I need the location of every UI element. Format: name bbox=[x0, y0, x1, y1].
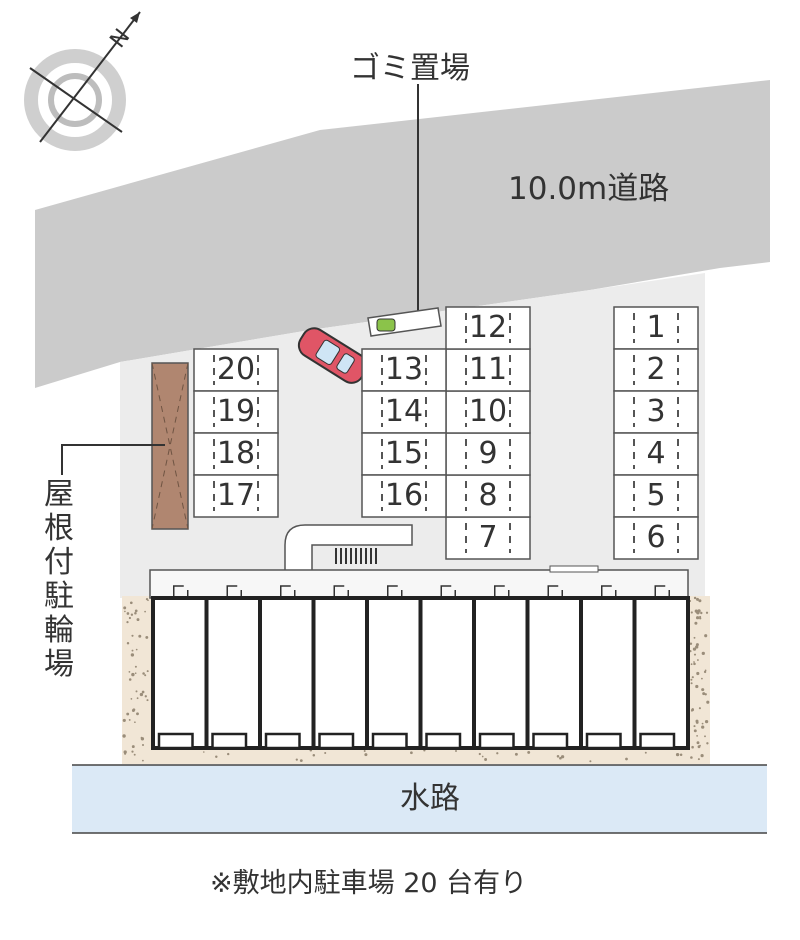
bicycle-label: 屋根付駐輪場 bbox=[44, 477, 74, 682]
building-dots bbox=[122, 596, 710, 763]
parking-slot bbox=[193, 474, 279, 518]
parking-slots bbox=[193, 306, 699, 560]
footer-note: ※敷地内駐車場 20 台有り bbox=[210, 868, 528, 899]
road-label: 10.0m道路 bbox=[508, 171, 670, 207]
parking-slot-number: 10 bbox=[468, 394, 508, 429]
parking-slot bbox=[361, 432, 447, 476]
parking-slot-number: 13 bbox=[384, 352, 424, 387]
parking-slot-number: 6 bbox=[646, 520, 666, 555]
car-icon bbox=[297, 327, 368, 384]
parking-slot bbox=[445, 348, 531, 392]
parking-slot-number: 16 bbox=[384, 478, 424, 513]
parking-slot-number: 20 bbox=[216, 352, 256, 387]
water-label: 水路 bbox=[400, 781, 460, 816]
parking-slot bbox=[193, 390, 279, 434]
parking-slot-number: 2 bbox=[646, 352, 666, 387]
compass: N bbox=[24, 11, 141, 151]
parking-slot bbox=[361, 390, 447, 434]
apartment-unit bbox=[365, 596, 423, 750]
corridor bbox=[149, 569, 689, 599]
apartment-unit bbox=[472, 596, 530, 750]
apartment-unit bbox=[632, 596, 690, 750]
parking-slot-number: 19 bbox=[216, 394, 256, 429]
apartment-units bbox=[151, 596, 690, 750]
parking-slot-number: 5 bbox=[646, 478, 666, 513]
apartment-unit bbox=[525, 596, 583, 750]
parking-slot bbox=[445, 516, 531, 560]
parking-slot bbox=[613, 516, 699, 560]
parking-slot-number: 7 bbox=[478, 520, 498, 555]
parking-slot-number: 18 bbox=[216, 436, 256, 471]
parking-slot-number: 15 bbox=[384, 436, 424, 471]
parking-slot-number: 17 bbox=[216, 478, 256, 513]
road bbox=[35, 80, 770, 388]
parking-slot-number: 8 bbox=[478, 478, 498, 513]
parking-slot bbox=[193, 432, 279, 476]
unit-doors bbox=[173, 585, 670, 596]
waterway bbox=[72, 765, 767, 833]
apartment-unit bbox=[579, 596, 637, 750]
parking-slot-number: 3 bbox=[646, 394, 666, 429]
parking-slot bbox=[613, 306, 699, 350]
north-label: N bbox=[106, 25, 136, 53]
parking-slot-number: 9 bbox=[478, 436, 498, 471]
apartment-unit bbox=[151, 596, 209, 750]
parking-slot bbox=[445, 306, 531, 350]
apartment-unit bbox=[418, 596, 476, 750]
stairs bbox=[335, 548, 377, 564]
garbage-label: ゴミ置場 bbox=[350, 51, 470, 86]
garbage-bin-icon bbox=[376, 318, 396, 332]
parking-slot bbox=[193, 348, 279, 392]
parking-slot-number: 1 bbox=[646, 310, 666, 345]
parking-slot bbox=[361, 348, 447, 392]
parking-slot-number: 14 bbox=[384, 394, 424, 429]
parking-slot-number: 11 bbox=[468, 352, 508, 387]
parking-slot bbox=[613, 390, 699, 434]
apartment-unit bbox=[311, 596, 369, 750]
parking-slot bbox=[361, 474, 447, 518]
apartment-unit bbox=[204, 596, 262, 750]
parking-slot bbox=[445, 390, 531, 434]
apartment-unit bbox=[258, 596, 316, 750]
parking-slot-number: 4 bbox=[646, 436, 666, 471]
parking-slot-number: 12 bbox=[468, 310, 508, 345]
parking-slot bbox=[613, 348, 699, 392]
